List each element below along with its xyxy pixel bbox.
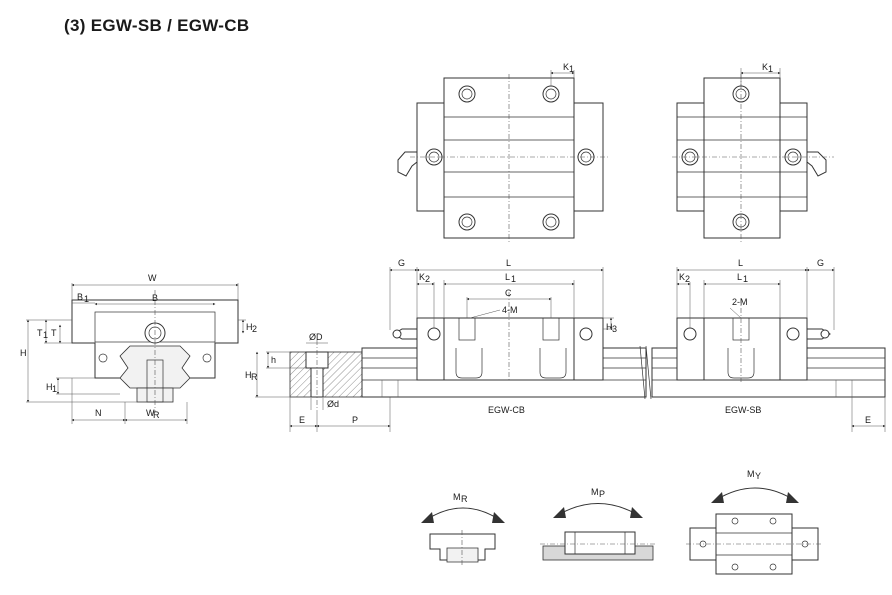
dim-N: N [95, 408, 102, 418]
svg-text:1: 1 [743, 274, 748, 284]
dim-L1-sb: L [737, 272, 742, 282]
svg-text:1: 1 [569, 64, 574, 74]
dim-W: W [148, 273, 157, 283]
end-view [26, 283, 246, 424]
svg-text:2: 2 [252, 324, 257, 334]
top-view-cb [397, 70, 608, 242]
label-4M: 4-M [502, 305, 518, 315]
dim-L-cb: L [506, 258, 511, 268]
svg-text:2: 2 [685, 274, 690, 284]
dim-WR: W [146, 408, 155, 418]
svg-text:2: 2 [425, 274, 430, 284]
dim-Od: Ød [327, 399, 339, 409]
moment-mp [540, 503, 656, 561]
dim-C: C [505, 288, 512, 298]
dim-H1: H [46, 382, 53, 392]
dim-E-right: E [865, 415, 871, 425]
dim-HR: H [245, 370, 252, 380]
dim-T1: T [37, 328, 43, 338]
svg-text:1: 1 [84, 294, 89, 304]
label-egw-sb: EGW-SB [725, 405, 761, 415]
dim-E-left: E [299, 415, 305, 425]
top-view-sb [672, 68, 834, 242]
svg-text:K: K [762, 62, 768, 72]
label-egw-cb: EGW-CB [488, 405, 525, 415]
svg-text:P: P [599, 489, 605, 499]
label-MP: M [591, 487, 599, 497]
svg-text:1: 1 [511, 274, 516, 284]
label-MR: M [453, 492, 461, 502]
svg-text:R: R [251, 372, 258, 382]
moment-mr [421, 507, 505, 566]
label-MY: M [747, 469, 755, 479]
dim-H: H [20, 348, 27, 358]
dim-H2: H [246, 322, 253, 332]
side-view [361, 267, 886, 432]
dim-T: T [51, 328, 57, 338]
svg-text:R: R [153, 410, 160, 420]
svg-text:R: R [461, 494, 468, 504]
svg-text:Y: Y [755, 471, 761, 481]
svg-text:1: 1 [52, 384, 57, 394]
page-title: (3) EGW-SB / EGW-CB [64, 16, 250, 35]
dim-H3: H [606, 322, 613, 332]
svg-text:1: 1 [768, 64, 773, 74]
dim-h: h [271, 355, 276, 365]
dim-P: P [352, 415, 358, 425]
rail-section [255, 340, 391, 432]
dim-G-cb: G [398, 258, 405, 268]
moment-my [686, 487, 822, 575]
dim-OD: ØD [309, 332, 323, 342]
label-2M: 2-M [732, 297, 748, 307]
dim-B: B [152, 293, 158, 303]
dim-G-sb: G [817, 258, 824, 268]
dim-K2-sb: K [679, 272, 685, 282]
svg-text:K: K [563, 62, 569, 72]
dim-L1-cb: L [505, 272, 510, 282]
svg-text:3: 3 [612, 324, 617, 334]
svg-text:1: 1 [43, 330, 48, 340]
dim-K2-cb: K [419, 272, 425, 282]
dim-L-sb: L [738, 258, 743, 268]
dim-B1: B [77, 292, 83, 302]
